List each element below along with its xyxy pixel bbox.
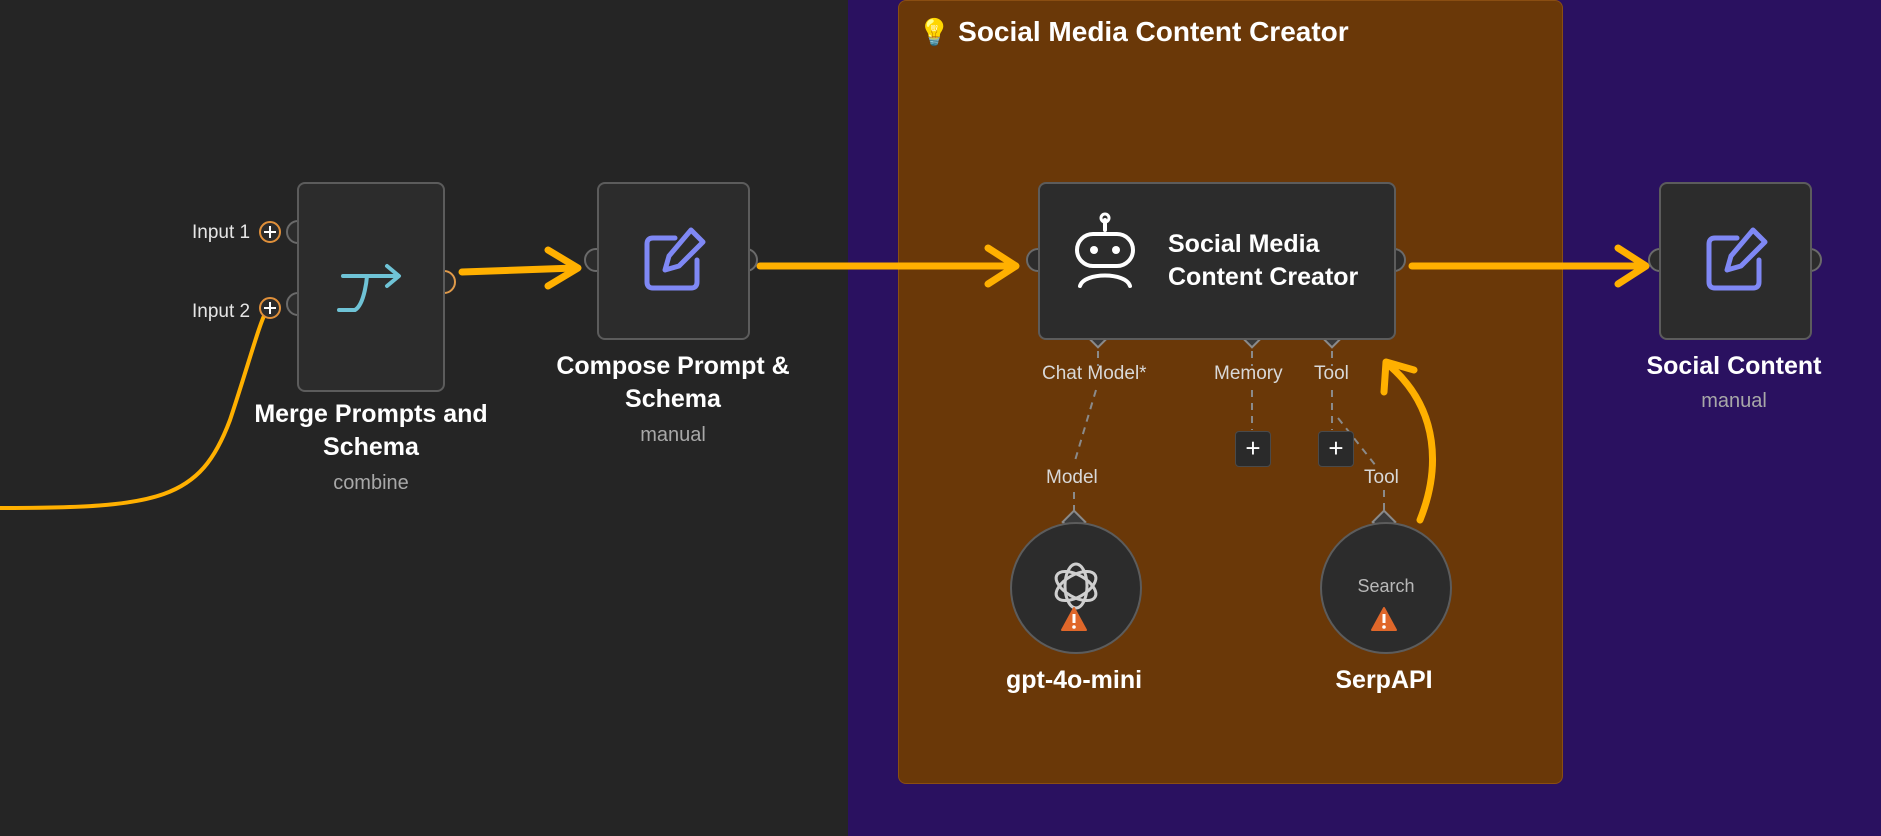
warning-icon: [1371, 607, 1397, 631]
merge-icon: [337, 264, 401, 312]
social-subtitle: manual: [1701, 390, 1767, 412]
agent-port-label-chatmodel: Chat Model*: [1042, 363, 1147, 384]
connection-serp-agent: [1386, 362, 1436, 524]
gpt-node[interactable]: [1010, 522, 1142, 654]
connection-input2: [0, 306, 270, 510]
merge-input1-label: Input 1: [192, 222, 251, 243]
group-sticky-note[interactable]: [898, 0, 1563, 784]
group-title: 💡 Social Media Content Creator: [918, 16, 1349, 47]
arrowhead: [984, 244, 1020, 288]
arrowhead: [544, 246, 582, 290]
edit-icon: [1706, 227, 1768, 291]
add-memory-button[interactable]: +: [1235, 431, 1271, 467]
merge-title: Merge Prompts and Schema: [254, 400, 488, 461]
agent-port-label-tool: Tool: [1314, 363, 1349, 384]
serp-title: SerpAPI: [1335, 666, 1433, 694]
social-node[interactable]: [1659, 182, 1812, 340]
social-title: Social Content: [1646, 352, 1822, 380]
dashed-tool: [1331, 338, 1385, 520]
agent-title: Social Media Content Creator: [1168, 230, 1359, 291]
connection-merge-compose: [458, 264, 579, 276]
gpt-title: gpt-4o-mini: [1005, 666, 1143, 694]
compose-title: Compose Prompt & Schema: [556, 352, 790, 413]
arrowhead: [1614, 244, 1650, 288]
robot-icon: [1075, 212, 1135, 288]
agent-node[interactable]: Social Media Content Creator: [1038, 182, 1396, 340]
compose-subtitle: manual: [640, 424, 706, 446]
serp-inner-text: Search: [1357, 576, 1415, 596]
merge-input2-label: Input 2: [192, 301, 251, 322]
edit-icon: [644, 227, 706, 291]
compose-node[interactable]: [597, 182, 750, 340]
merge-subtitle: combine: [333, 472, 409, 494]
agent-port-label-memory: Memory: [1214, 363, 1283, 384]
gpt-port-label: Model: [1046, 467, 1098, 488]
serp-node[interactable]: Search: [1320, 522, 1452, 654]
serp-port-label: Tool: [1364, 467, 1399, 488]
openai-icon: [1054, 562, 1098, 610]
lightbulb-icon: 💡: [918, 17, 951, 47]
warning-icon: [1061, 607, 1087, 631]
merge-node[interactable]: [297, 182, 445, 392]
add-tool-button[interactable]: +: [1318, 431, 1354, 467]
arrowhead: [1380, 358, 1418, 396]
